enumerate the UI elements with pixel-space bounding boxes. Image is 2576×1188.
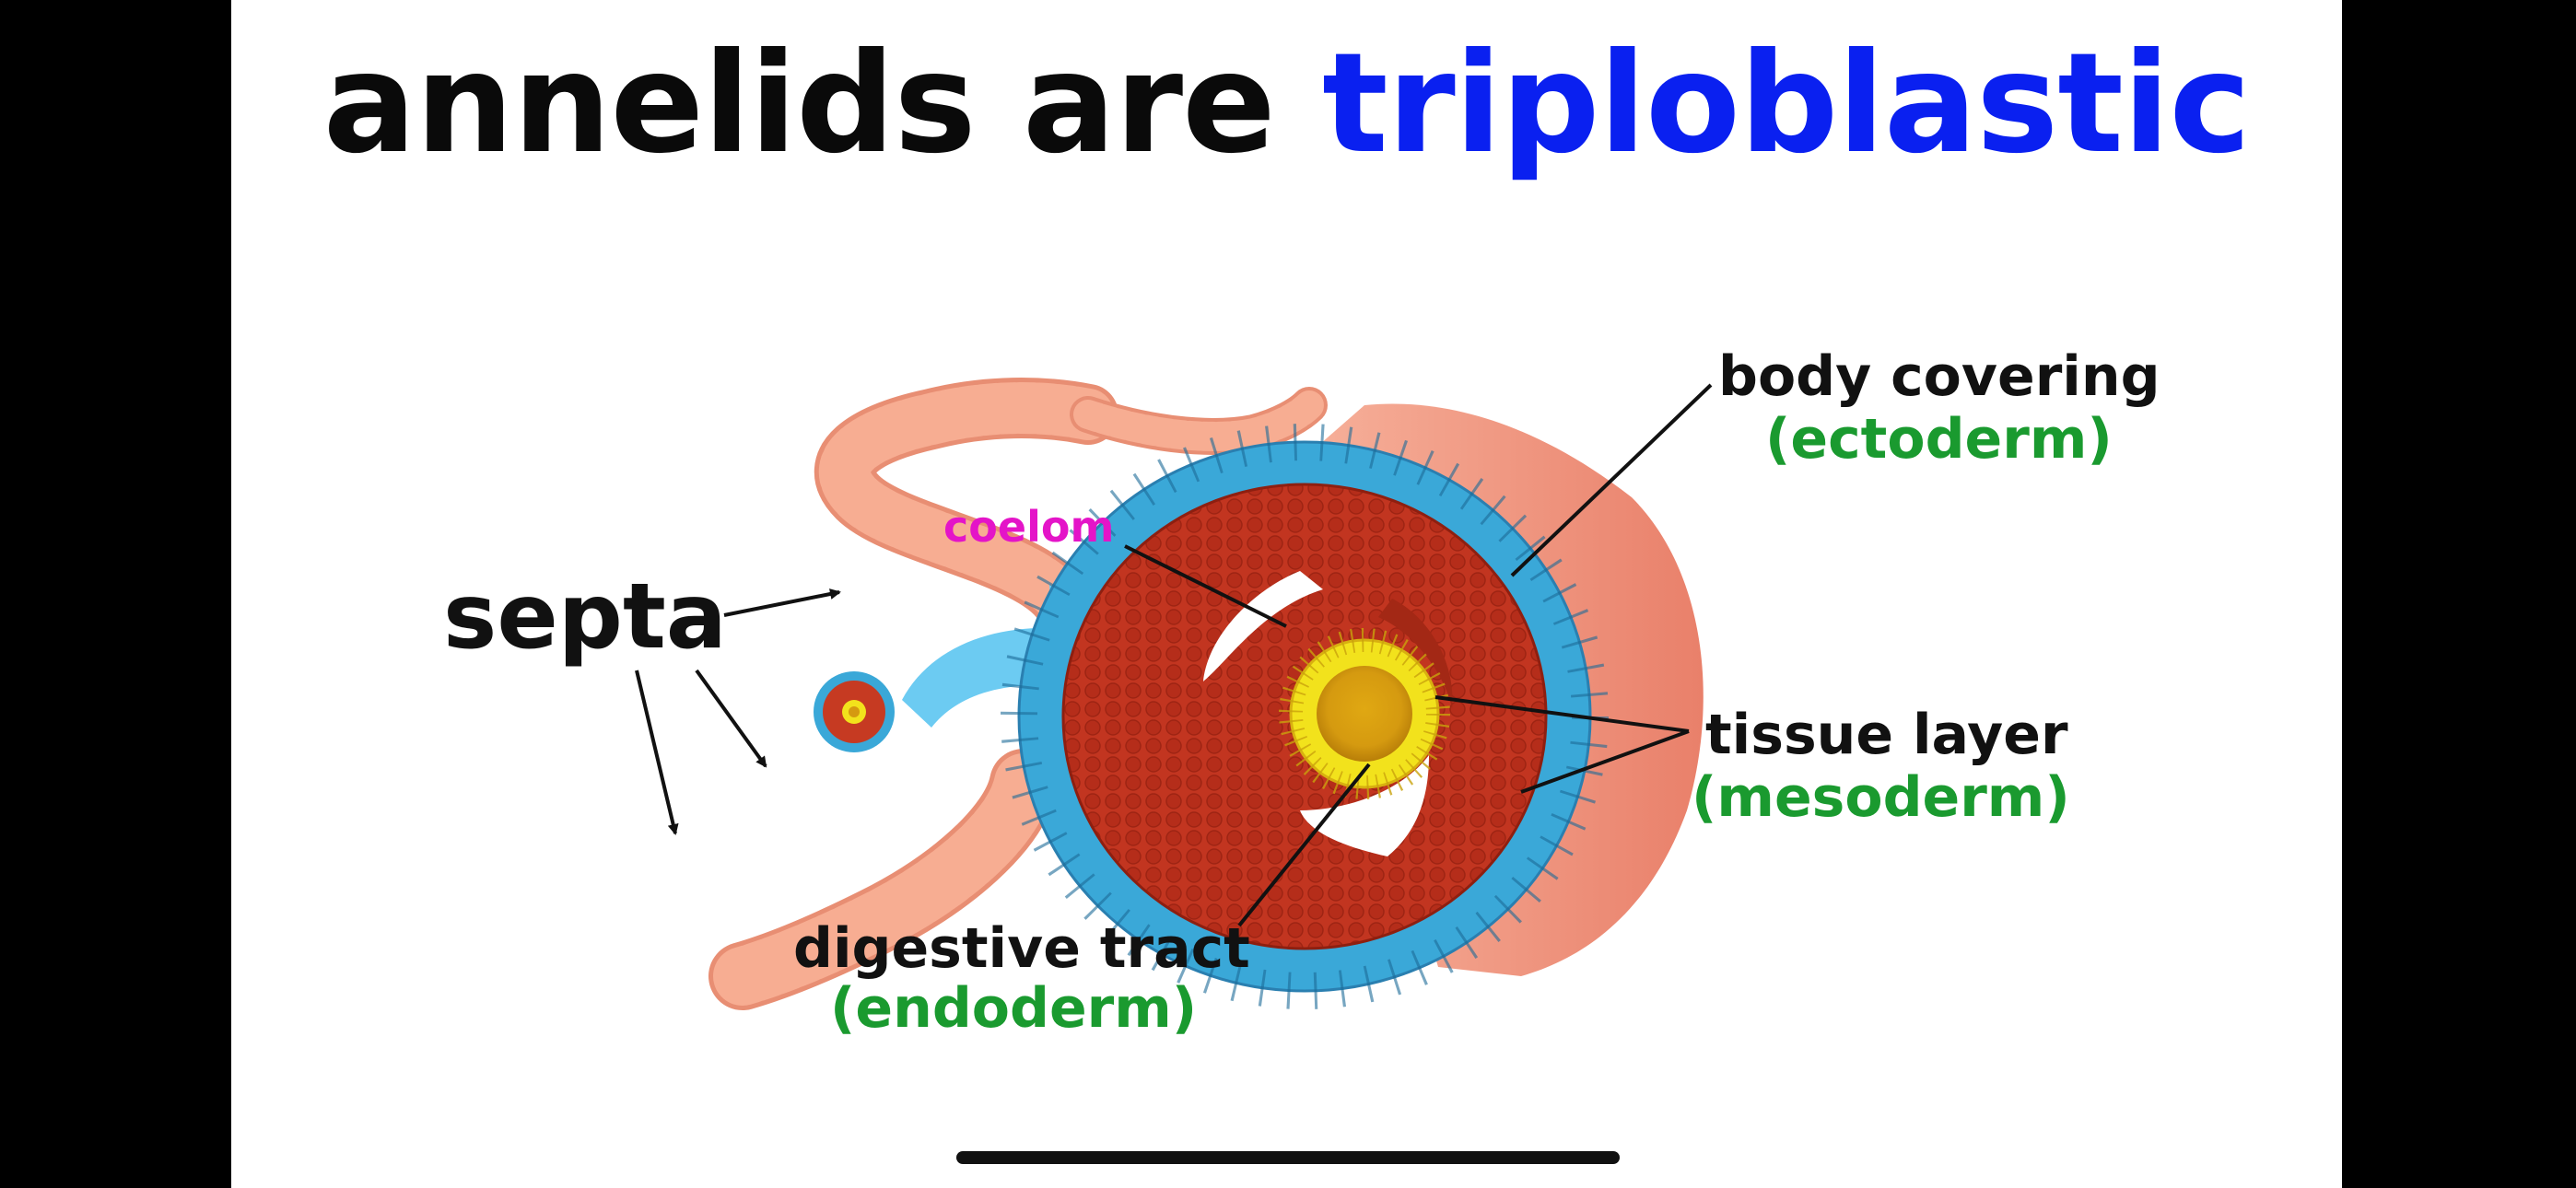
tissue-layer-label: tissue layer xyxy=(1705,703,2068,767)
ectoderm-label: (ectoderm) xyxy=(1765,407,2113,472)
digestive-tract-label: digestive tract xyxy=(793,916,1250,981)
mesoderm-leader-upper xyxy=(1434,695,1690,733)
title-accent-text: triploblastic xyxy=(1322,24,2251,184)
home-indicator-bar[interactable] xyxy=(956,1151,1620,1164)
letterbox-right xyxy=(2342,0,2576,1188)
small-cross-section xyxy=(814,671,895,752)
mesoderm-leader-lower xyxy=(1520,729,1690,794)
annelid-diagram xyxy=(635,378,1713,1010)
endoderm-label: (endoderm) xyxy=(830,976,1198,1041)
slide: annelids are triploblastic xyxy=(231,0,2342,1188)
title-plain-text: annelids are xyxy=(322,24,1276,184)
septa-arrow-left xyxy=(635,670,679,835)
leader-lines xyxy=(635,383,1713,927)
endoderm-leader xyxy=(1237,763,1371,927)
ectoderm-leader xyxy=(1510,383,1713,577)
letterbox-left xyxy=(0,0,231,1188)
septa-arrow-right xyxy=(695,669,767,768)
body-covering-label: body covering xyxy=(1718,344,2160,409)
lower-worm-segment xyxy=(708,749,1058,1010)
septa-label: septa xyxy=(443,565,727,670)
slide-title: annelids are triploblastic xyxy=(231,26,2342,182)
mesoderm-label: (mesoderm) xyxy=(1692,765,2070,830)
septa-arrow-upper xyxy=(723,588,841,617)
coelom-label: coelom xyxy=(943,502,1115,552)
coelom-leader xyxy=(1124,544,1287,628)
